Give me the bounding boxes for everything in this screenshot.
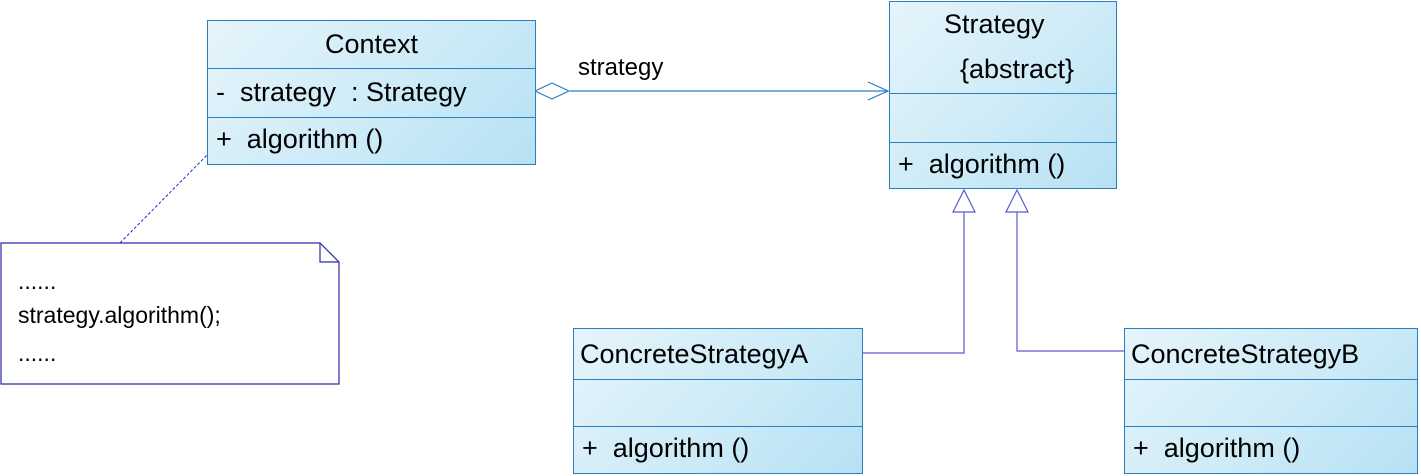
class-concrete-b-attributes (1125, 379, 1417, 426)
class-context-name: Context (324, 29, 419, 59)
class-context-operation: + algorithm () (216, 124, 384, 154)
note-line: ...... (18, 268, 57, 294)
class-strategy-attributes (890, 93, 1116, 142)
class-concrete-a-name: ConcreteStrategyA (580, 339, 809, 369)
class-strategy-stereotype: {abstract} (960, 54, 1075, 84)
generalization-line-b (1016, 212, 1125, 352)
class-concrete-a-name-compartment: ConcreteStrategyA (574, 329, 862, 379)
note-line: ...... (18, 340, 57, 366)
class-strategy[interactable]: Strategy {abstract} + algorithm () (889, 1, 1117, 189)
class-concrete-b-operation: + algorithm () (1133, 433, 1301, 463)
class-concrete-a-attributes (574, 379, 862, 426)
class-context-name-compartment: Context (208, 21, 535, 68)
note-shape (0, 242, 340, 385)
note-fold (319, 243, 339, 263)
class-concrete-b-name-compartment: ConcreteStrategyB (1125, 329, 1417, 379)
aggregation-diamond (533, 82, 571, 100)
class-strategy-name: Strategy (944, 9, 1045, 39)
class-concrete-a-operations: + algorithm () (574, 426, 862, 473)
class-context-attributes: - strategy : Strategy (208, 68, 535, 117)
note-anchor-line (112, 139, 223, 251)
class-context-operations: + algorithm () (208, 117, 535, 164)
generalization-line-a (862, 212, 965, 354)
class-context-attribute: - strategy : Strategy (216, 77, 467, 107)
class-context[interactable]: Context - strategy : Strategy + algorith… (207, 20, 536, 165)
note-line: strategy.algorithm(); (18, 302, 221, 328)
class-strategy-operations: + algorithm () (890, 142, 1116, 188)
class-concrete-strategy-a[interactable]: ConcreteStrategyA + algorithm () (573, 328, 863, 474)
class-concrete-b-operations: + algorithm () (1125, 426, 1417, 473)
code-note[interactable]: ...... strategy.algorithm(); ...... (0, 243, 340, 385)
association-arrowhead (867, 81, 890, 101)
class-concrete-b-name: ConcreteStrategyB (1131, 339, 1360, 369)
generalization-triangle-b (1005, 188, 1029, 213)
class-strategy-name-compartment: Strategy {abstract} (890, 2, 1116, 93)
generalization-triangle-a (952, 188, 976, 213)
class-concrete-strategy-b[interactable]: ConcreteStrategyB + algorithm () (1124, 328, 1418, 474)
class-concrete-a-operation: + algorithm () (582, 433, 750, 463)
class-strategy-operation: + algorithm () (898, 149, 1066, 179)
association-role-label: strategy (578, 54, 664, 81)
